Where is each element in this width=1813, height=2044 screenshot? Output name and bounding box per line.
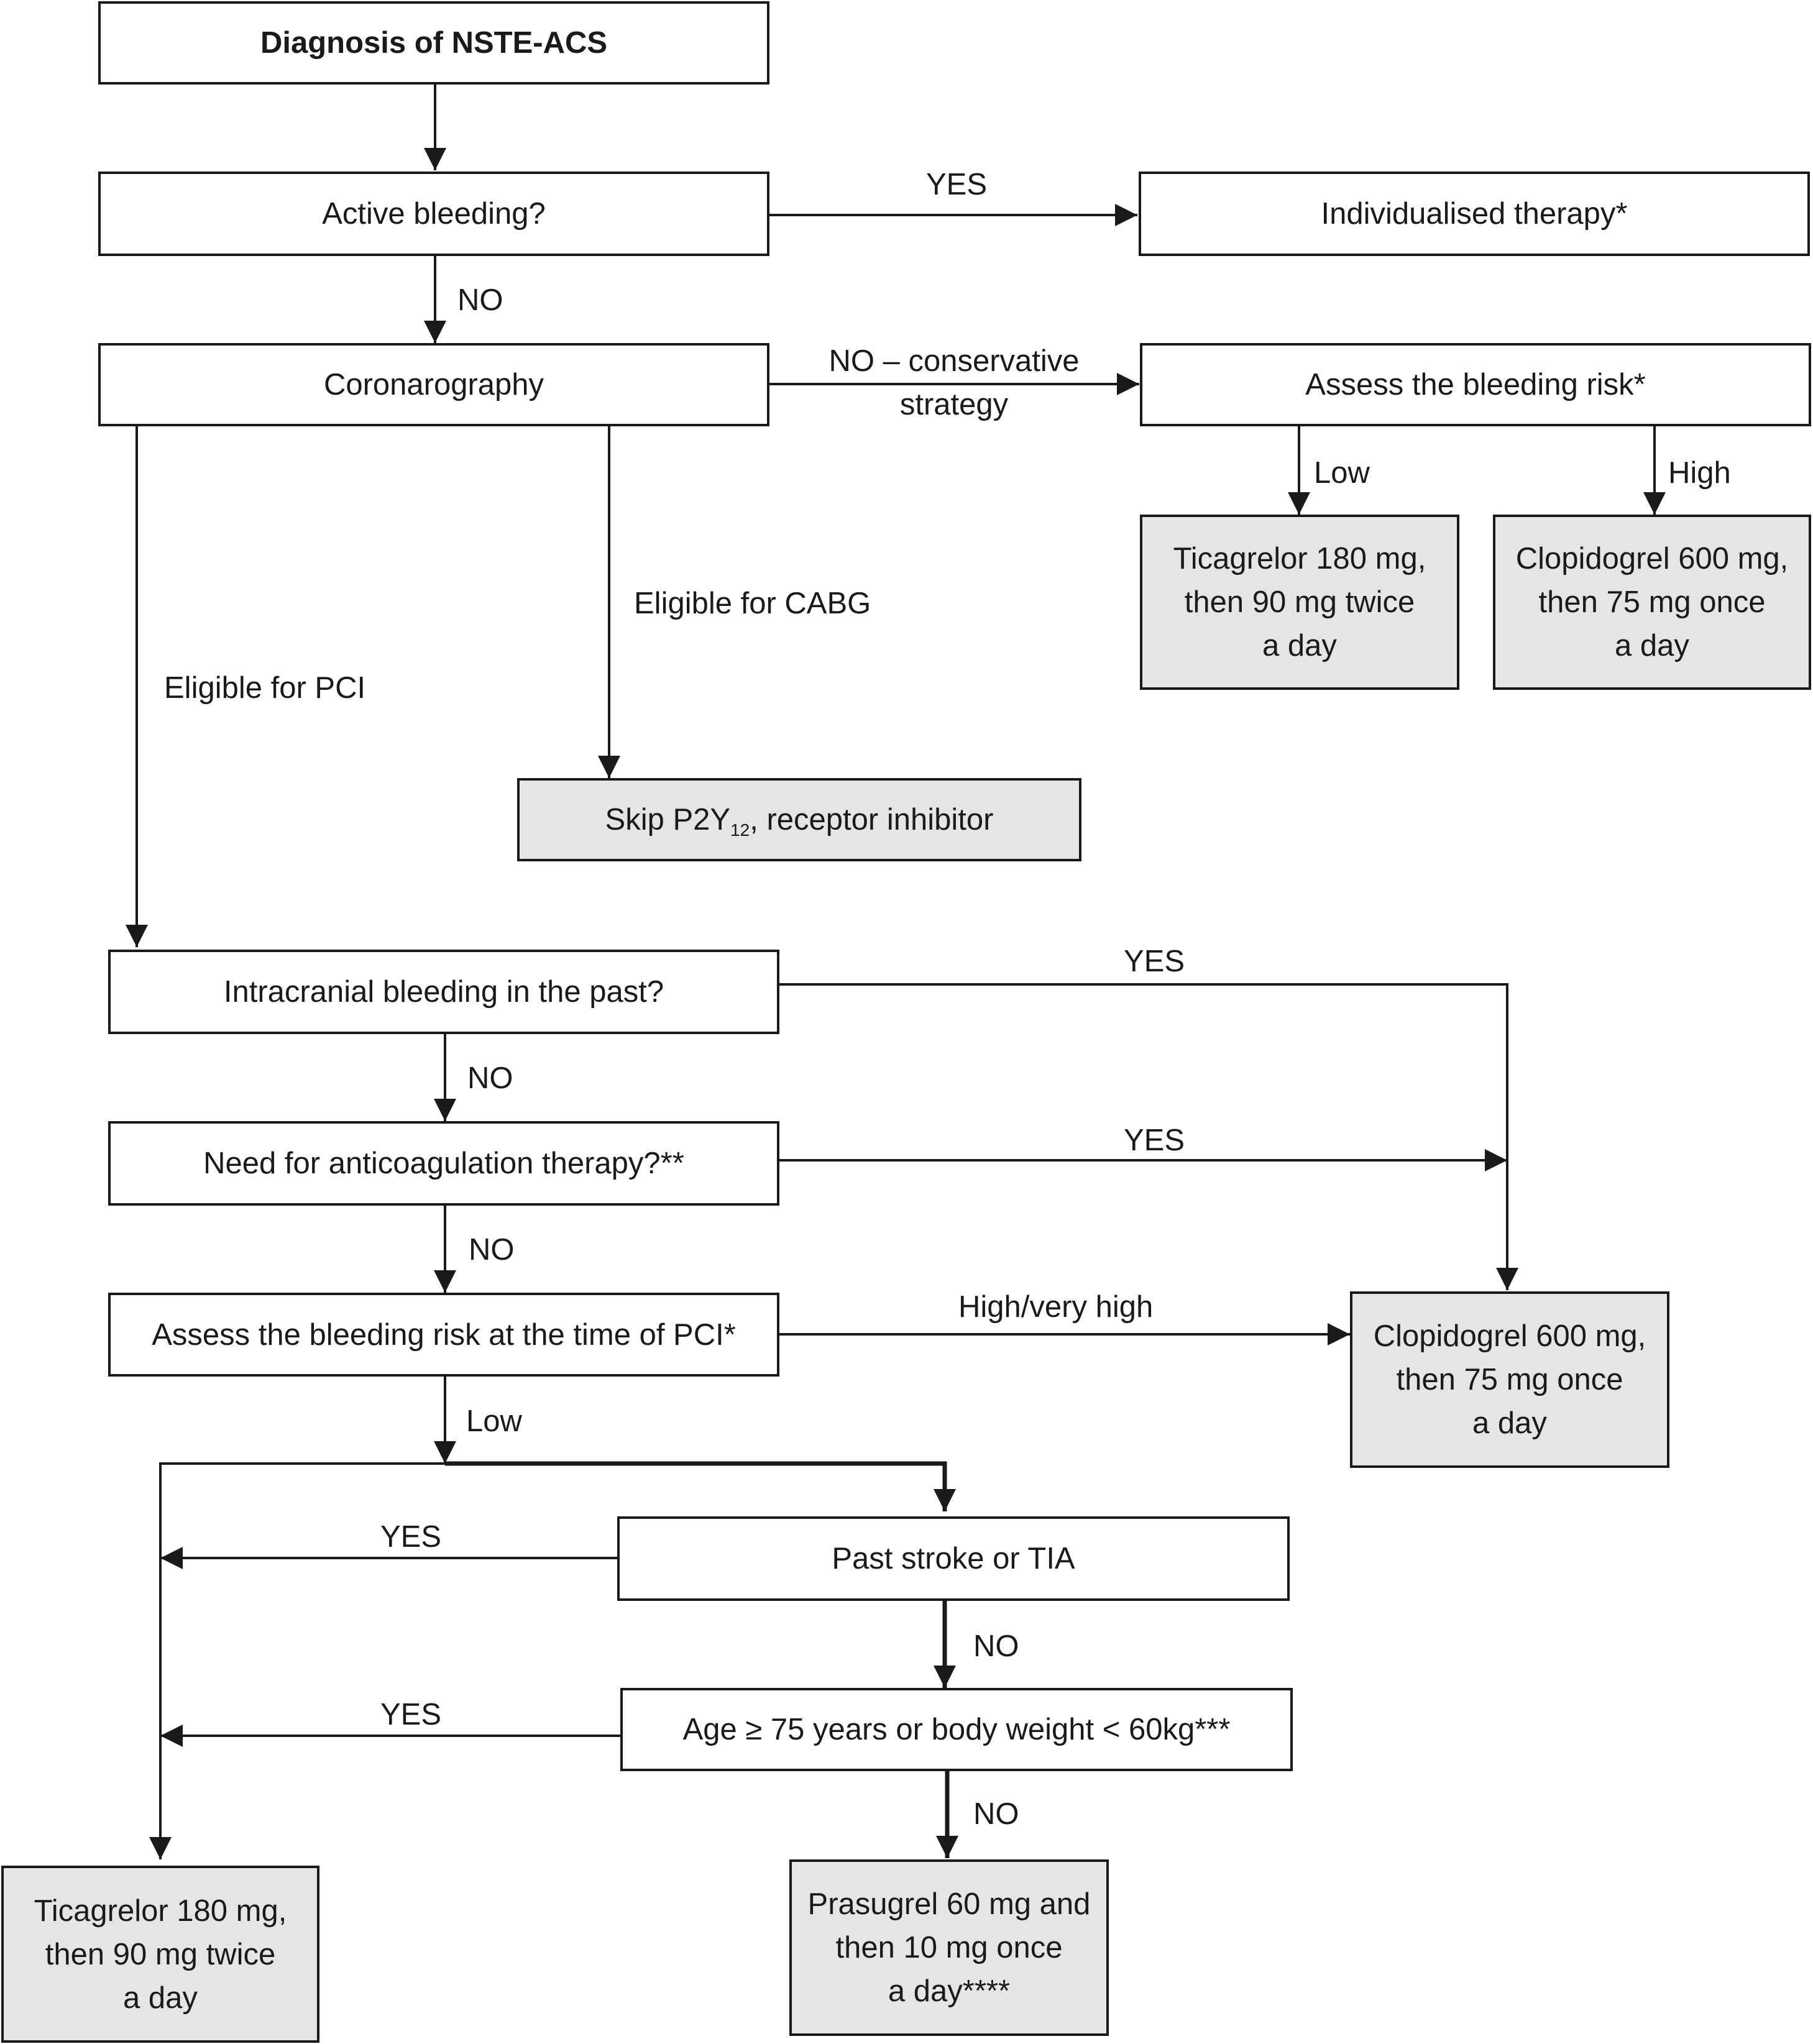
diagnosis-box: Diagnosis of NSTE-ACS — [98, 1, 769, 85]
skip-p2y12-pre: Skip P2Y — [605, 803, 731, 836]
arrow-right-branch — [445, 1461, 956, 1511]
coronarography-text: Coronarography — [323, 368, 544, 401]
individualised-therapy-box: Individualised therapy* — [1139, 172, 1810, 256]
assess-bleeding-risk-text: Assess the bleeding risk* — [1305, 368, 1646, 401]
label-yes-stroke: YES — [380, 1520, 442, 1554]
ticagrelor-bottom-line-1: Ticagrelor 180 mg, — [34, 1894, 287, 1928]
prasugrel-box: Prasugrel 60 mg and then 10 mg once a da… — [789, 1859, 1109, 2036]
clopidogrel-top-line-3: a day — [1615, 629, 1689, 662]
skip-p2y12-post: , receptor inhibitor — [750, 803, 994, 836]
assess-pci-box: Assess the bleeding risk at the time of … — [108, 1293, 779, 1377]
label-eligible-cabg: Eligible for CABG — [634, 587, 871, 620]
label-yes-anticoag: YES — [1124, 1124, 1185, 1157]
ticagrelor-top-line-1: Ticagrelor 180 mg, — [1173, 542, 1426, 575]
anticoagulation-box: Need for anticoagulation therapy?** — [108, 1121, 779, 1206]
clopidogrel-top-line-2: then 75 mg once — [1538, 585, 1766, 619]
prasugrel-line-2: then 10 mg once — [835, 1931, 1063, 1964]
label-yes-age: YES — [380, 1698, 442, 1731]
ticagrelor-top-line-3: a day — [1262, 629, 1337, 662]
past-stroke-box: Past stroke or TIA — [617, 1516, 1290, 1601]
ticagrelor-bottom-box: Ticagrelor 180 mg, then 90 mg twice a da… — [1, 1866, 319, 2043]
prasugrel-line-3: a day**** — [888, 1974, 1011, 2008]
clopidogrel-top-box: Clopidogrel 600 mg, then 75 mg once a da… — [1493, 515, 1811, 690]
clopidogrel-mid-line-1: Clopidogrel 600 mg, — [1373, 1319, 1646, 1353]
clopidogrel-mid-line-2: then 75 mg once — [1396, 1363, 1623, 1396]
clopidogrel-mid-line-3: a day — [1472, 1406, 1547, 1440]
prasugrel-line-1: Prasugrel 60 mg and — [807, 1887, 1091, 1921]
label-yes-intracranial: YES — [1124, 945, 1185, 978]
label-high-top: High — [1668, 456, 1731, 490]
age-weight-text: Age ≥ 75 years or body weight < 60kg*** — [682, 1713, 1231, 1746]
ticagrelor-bottom-line-2: then 90 mg twice — [45, 1937, 276, 1971]
clopidogrel-mid-box: Clopidogrel 600 mg, then 75 mg once a da… — [1350, 1291, 1669, 1468]
intracranial-text: Intracranial bleeding in the past? — [223, 975, 664, 1009]
label-no-after-intracranial: NO — [467, 1061, 513, 1095]
anticoagulation-text: Need for anticoagulation therapy?** — [203, 1147, 684, 1180]
label-low-pci: Low — [466, 1405, 522, 1438]
ticagrelor-top-line-2: then 90 mg twice — [1184, 585, 1415, 619]
skip-p2y12-box: Skip P2Y12, receptor inhibitor — [517, 778, 1081, 861]
skip-p2y12-subscript: 12 — [730, 820, 750, 840]
clopidogrel-top-line-1: Clopidogrel 600 mg, — [1515, 542, 1789, 575]
label-no-conservative: NO – conservative strategy — [802, 339, 1106, 426]
diagnosis-text: Diagnosis of NSTE-ACS — [260, 26, 608, 60]
coronarography-box: Coronarography — [98, 343, 769, 426]
arrow-intracranial-yes — [779, 983, 1518, 1290]
assess-bleeding-risk-box: Assess the bleeding risk* — [1140, 343, 1811, 426]
active-bleeding-box: Active bleeding? — [98, 172, 769, 256]
label-no-after-age: NO — [973, 1797, 1019, 1831]
individualised-therapy-text: Individualised therapy* — [1321, 197, 1628, 231]
active-bleeding-text: Active bleeding? — [322, 197, 546, 231]
label-no-conservative-line-2: strategy — [899, 388, 1009, 421]
label-eligible-pci: Eligible for PCI — [164, 671, 366, 705]
age-weight-box: Age ≥ 75 years or body weight < 60kg*** — [620, 1688, 1293, 1771]
ticagrelor-bottom-line-3: a day — [123, 1981, 198, 2015]
label-high-very-high: High/very high — [958, 1290, 1154, 1324]
label-no-after-anticoag: NO — [469, 1233, 515, 1267]
past-stroke-text: Past stroke or TIA — [832, 1542, 1075, 1575]
label-no-after-bleeding: NO — [457, 283, 503, 317]
label-no-conservative-line-1: NO – conservative — [828, 344, 1080, 378]
label-no-after-stroke: NO — [973, 1629, 1019, 1663]
skip-p2y12-text: Skip P2Y12, receptor inhibitor — [605, 798, 994, 841]
intracranial-box: Intracranial bleeding in the past? — [108, 950, 779, 1034]
assess-pci-text: Assess the bleeding risk at the time of … — [152, 1318, 736, 1352]
label-low-top: Low — [1314, 456, 1370, 490]
label-yes-individualised: YES — [926, 168, 988, 201]
ticagrelor-top-box: Ticagrelor 180 mg, then 90 mg twice a da… — [1140, 515, 1459, 690]
